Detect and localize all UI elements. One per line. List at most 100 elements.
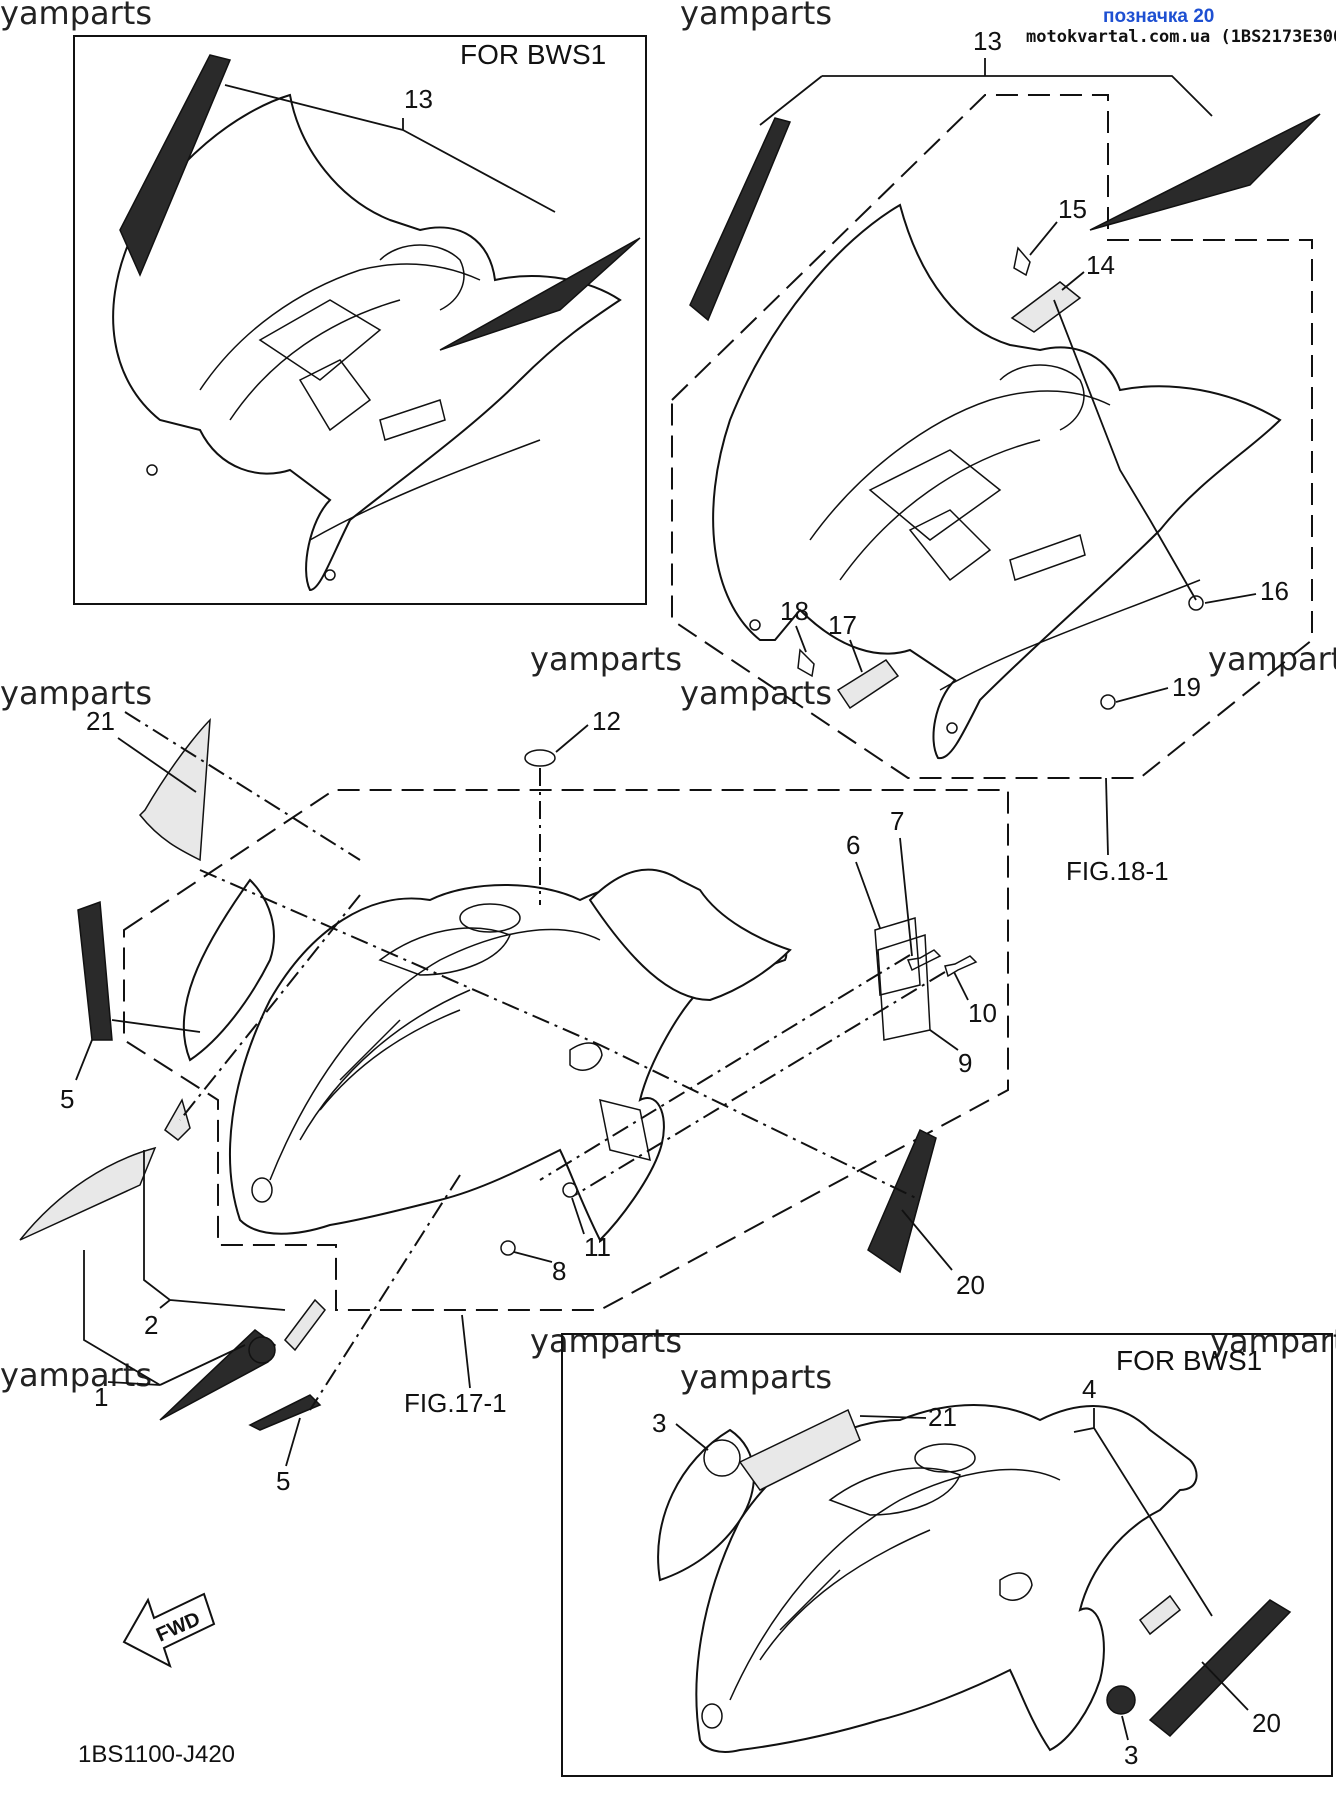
callout-2: 2 xyxy=(144,1310,158,1340)
callout-13: 13 xyxy=(973,26,1002,56)
figure-ref-17-1: FIG.17-1 xyxy=(404,1388,507,1418)
callout-leader xyxy=(901,1209,953,1271)
nut-19 xyxy=(1100,694,1116,710)
callout-9: 9 xyxy=(958,1048,972,1078)
callout-14: 14 xyxy=(1086,250,1115,280)
figure-ref-18-1: FIG.18-1 xyxy=(1066,856,1169,886)
inset-frame xyxy=(561,1333,1333,1777)
inset-bottom-right: FOR BWS1 3 21 4 3 20 xyxy=(561,1333,1333,1777)
callout-19: 19 xyxy=(1172,672,1201,702)
nut-8 xyxy=(500,1240,516,1256)
callout-leader xyxy=(513,1251,553,1263)
callout-leader xyxy=(1121,1715,1129,1741)
callout-12: 12 xyxy=(592,706,621,736)
callout-leader xyxy=(795,625,807,653)
side-decal xyxy=(1089,113,1321,231)
alignment-line xyxy=(539,954,911,1181)
emblem-3 xyxy=(1106,1685,1136,1715)
side-decal-1b xyxy=(159,1329,276,1421)
nut-11 xyxy=(562,1182,578,1198)
callout-16: 16 xyxy=(1260,576,1289,606)
callout-1: 1 xyxy=(94,1382,108,1412)
cap-12 xyxy=(524,749,556,767)
group-outline xyxy=(123,789,1009,1311)
alignment-line xyxy=(309,1174,461,1411)
group-outline xyxy=(671,94,1313,779)
callout-leader xyxy=(117,737,197,793)
callout-leader xyxy=(849,639,863,673)
badge-label: позначка 20 xyxy=(1103,6,1214,27)
callout-leader xyxy=(953,971,969,1001)
callout-17: 17 xyxy=(828,610,857,640)
callout-leader xyxy=(1105,777,1109,856)
callout-13: 13 xyxy=(404,84,433,114)
plate-17 xyxy=(836,658,900,710)
callout-15: 15 xyxy=(1058,194,1087,224)
alignment-line xyxy=(179,894,361,1121)
callout-leader xyxy=(555,724,589,753)
callout-leader xyxy=(1061,271,1085,291)
alignment-line xyxy=(124,711,361,861)
callout-7: 7 xyxy=(890,806,904,836)
callout-leader xyxy=(461,1314,471,1389)
callout-leader xyxy=(1115,687,1169,703)
side-decal xyxy=(119,54,232,277)
nut-16 xyxy=(1188,595,1204,611)
callout-6: 6 xyxy=(846,830,860,860)
emblem-3 xyxy=(703,1439,741,1477)
source-site-label: motokvartal.com.ua (1BS2173E3000) xyxy=(1026,27,1336,47)
alignment-line xyxy=(574,971,946,1196)
callout-leader xyxy=(1029,221,1058,256)
callout-leader xyxy=(1204,593,1257,604)
watermark-text: yamparts xyxy=(0,1356,152,1394)
callout-leader xyxy=(1201,1661,1249,1711)
callout-leader xyxy=(285,1417,301,1467)
callout-18: 18 xyxy=(780,596,809,626)
rear-fender-drawing xyxy=(112,54,641,592)
side-decal-1 xyxy=(19,1146,157,1241)
side-decal xyxy=(439,237,641,351)
front-fender-group: 12 21 7 6 10 9 5 2 1 5 11 8 20 FIG.17-1 xyxy=(19,706,1009,1496)
callout-20: 20 xyxy=(1252,1708,1281,1738)
rear-fender-group: 13 15 14 16 19 xyxy=(671,26,1321,886)
callout-8: 8 xyxy=(552,1256,566,1286)
callout-leader xyxy=(855,861,881,929)
watermark-text: yamparts xyxy=(530,1322,682,1360)
plate-9 xyxy=(877,933,931,1041)
side-decal-21 xyxy=(738,1408,861,1491)
side-decal-20 xyxy=(867,1128,937,1274)
rear-fender-drawing xyxy=(689,113,1321,760)
inset-title: FOR BWS1 xyxy=(460,39,606,70)
inset-title: FOR BWS1 xyxy=(1116,1345,1262,1376)
front-fender-drawing xyxy=(657,1404,1292,1753)
callout-5: 5 xyxy=(276,1466,290,1496)
reflector-5b xyxy=(248,1394,322,1431)
screw-10 xyxy=(944,955,978,978)
watermark-text: yamparts xyxy=(680,0,832,32)
callout-5: 5 xyxy=(60,1084,74,1114)
bolt-15 xyxy=(1013,246,1031,277)
callout-3: 3 xyxy=(1124,1740,1138,1770)
forward-arrow: FWD xyxy=(122,1592,216,1669)
callout-20: 20 xyxy=(956,1270,985,1300)
callout-4: 4 xyxy=(1082,1374,1096,1404)
plate-14 xyxy=(1010,281,1082,333)
reflector-5 xyxy=(77,900,113,1041)
callout-leader xyxy=(143,1150,286,1311)
side-decal-20 xyxy=(1148,1599,1292,1738)
callout-leader xyxy=(759,58,1213,126)
callout-21: 21 xyxy=(86,706,115,736)
callout-leader xyxy=(675,1423,709,1451)
callout-leader xyxy=(859,1415,927,1419)
side-decal-21 xyxy=(138,718,211,862)
callout-leader xyxy=(83,1250,246,1386)
callout-leader xyxy=(1053,299,1197,601)
side-decal xyxy=(1138,1594,1182,1636)
callout-leader xyxy=(571,1197,585,1235)
side-decal-2 xyxy=(164,1098,191,1141)
callout-leader xyxy=(899,837,913,957)
callout-leader xyxy=(1073,1408,1213,1617)
emblem xyxy=(248,1336,276,1364)
screw-7 xyxy=(906,949,942,972)
